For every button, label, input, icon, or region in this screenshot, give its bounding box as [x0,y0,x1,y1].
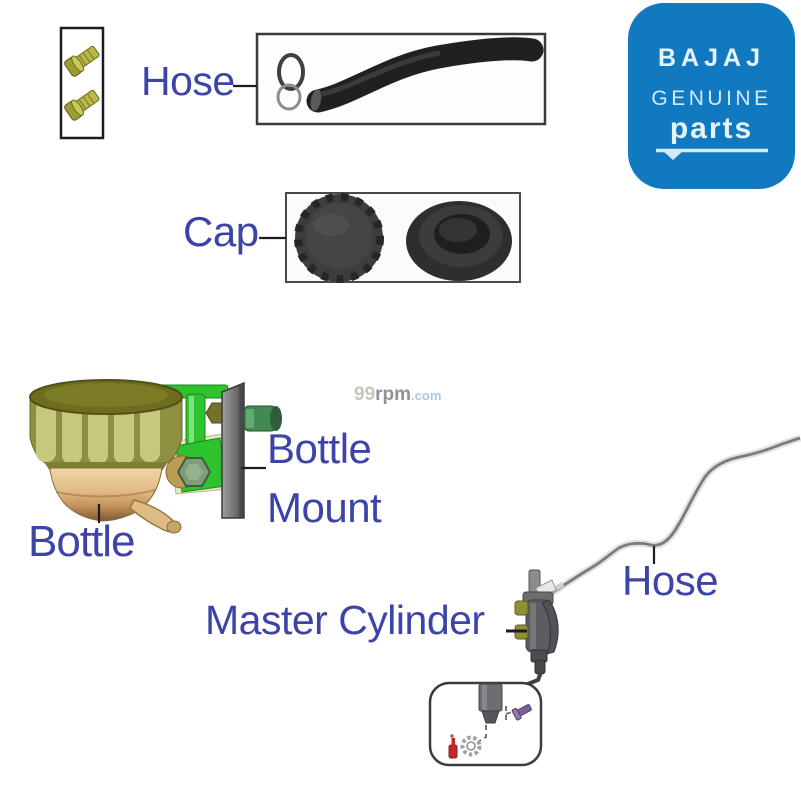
hose-icon [306,37,544,113]
logo-parts-text: parts [669,112,754,145]
cylinder-bolt-icon [514,600,529,616]
bolt-icon [64,45,100,77]
mount-pin-icon [243,405,282,432]
logo-genuine-text: GENUINE [651,87,772,110]
bottle-mount-graphic [147,381,282,519]
label-bottle: Bottle [28,517,136,566]
logo-brand-text: BAJAJ [658,44,765,72]
bottle-graphic [29,379,183,534]
bottle-spout-icon [129,499,182,534]
leader-lines [97,84,656,633]
logo-underline-icon [655,148,768,160]
label-bottle-mount-line1: Bottle [267,425,372,472]
watermark-brand: rpm [375,384,412,405]
bajaj-logo: BAJAJ GENUINE parts [628,3,795,189]
red-fitting-icon [448,734,458,759]
diaphragm-cap-icon [406,201,512,281]
bolts-box [59,26,105,140]
label-master-cylinder: Master Cylinder [205,597,485,643]
label-bottle-mount-line2: Mount [267,484,382,531]
watermark: 99rpm.com [354,385,441,404]
inset-callout [428,681,543,767]
label-hose-top: Hose [141,58,235,104]
knurled-cap-icon [294,193,384,283]
master-cylinder-graphic [514,569,565,689]
label-cap: Cap [183,208,259,255]
watermark-prefix: 99 [354,384,376,405]
spring-clamp-icon [276,53,305,111]
hose-photo [255,32,547,126]
banjo-bolt-icon [511,704,532,721]
label-bottle-mount: Bottle Mount [267,425,382,531]
bolt-icon [64,89,100,121]
watermark-suffix: .com [411,388,442,403]
label-hose-rear: Hose [622,557,719,604]
cap-photo [285,192,521,283]
rear-hose-graphic [539,434,801,603]
